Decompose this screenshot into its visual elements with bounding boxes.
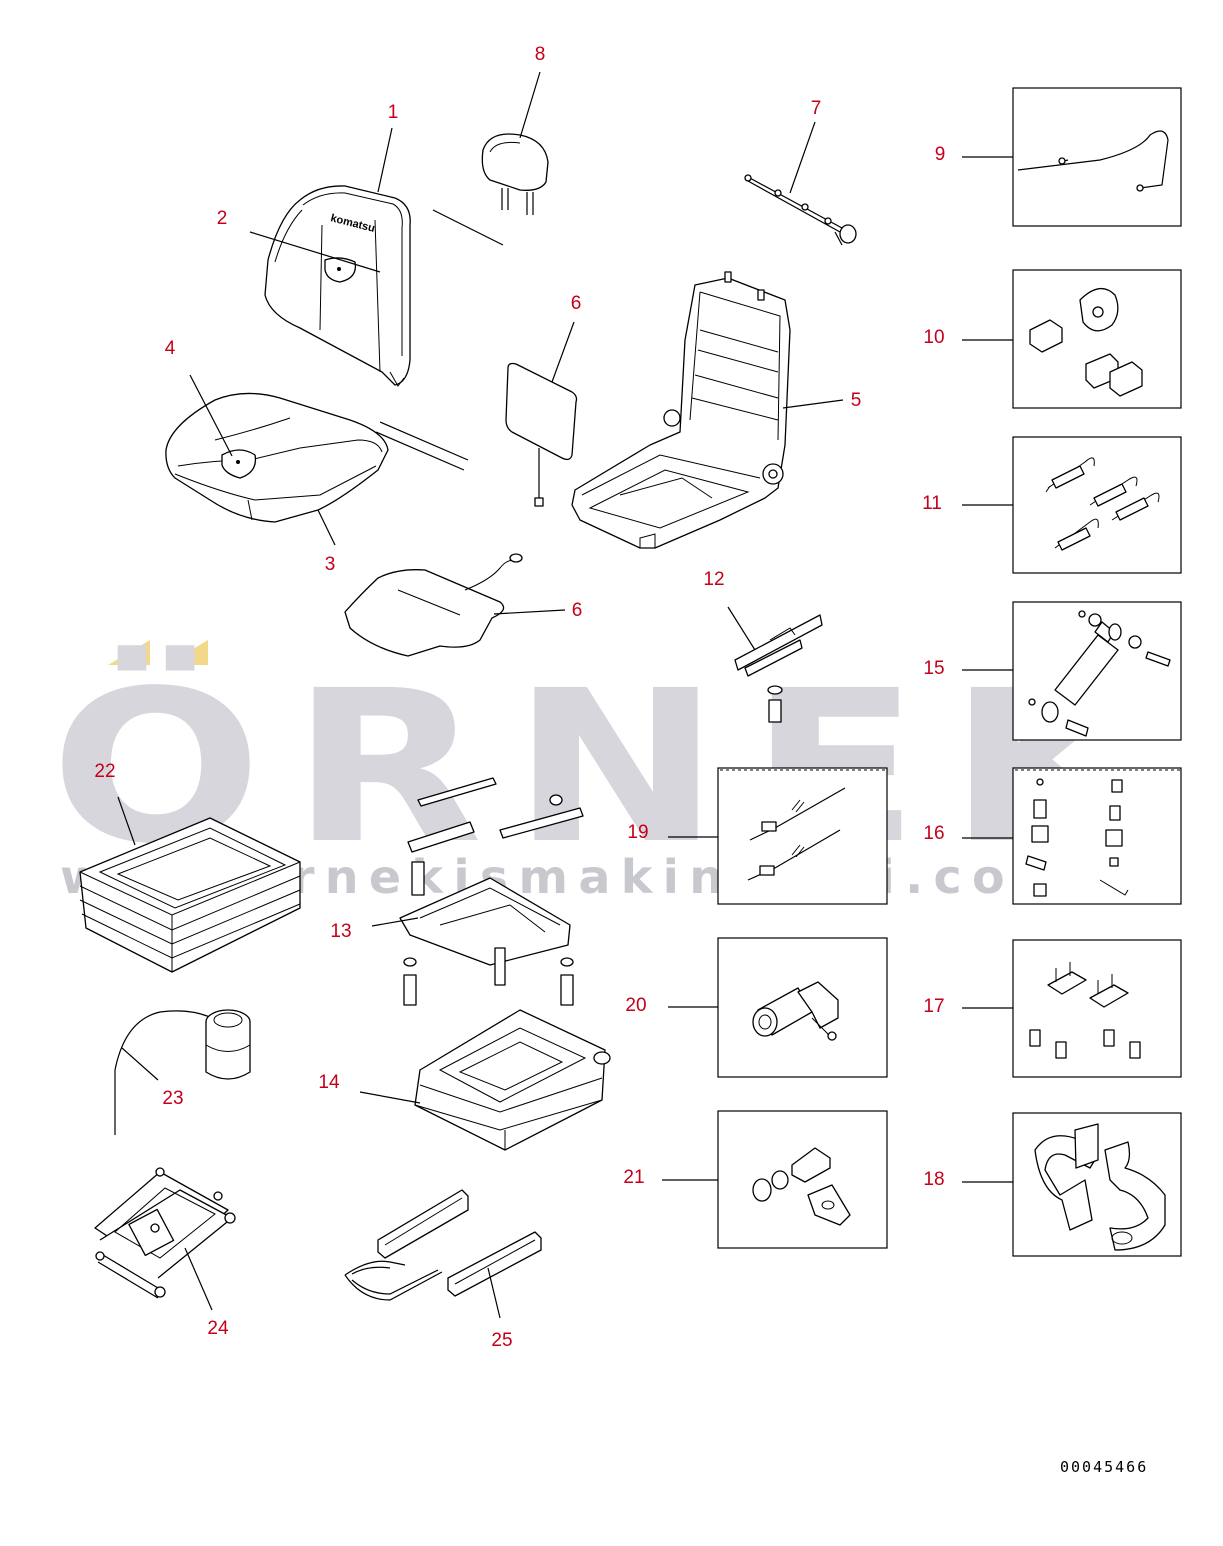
callout-6-upper: 6 <box>571 293 582 314</box>
part-seat-frame <box>571 271 791 549</box>
callout-18: 18 <box>923 1169 944 1190</box>
box-part-20 <box>717 937 888 1078</box>
callout-15: 15 <box>923 658 944 679</box>
callout-2: 2 <box>217 208 228 229</box>
part-suspension-mechanism <box>399 777 584 1006</box>
document-number: 00045466 <box>1060 1458 1148 1476</box>
box-part-15 <box>1012 601 1182 741</box>
callout-3: 3 <box>325 554 336 575</box>
box-part-11 <box>1012 436 1182 574</box>
callout-8: 8 <box>535 44 546 65</box>
box-part-18 <box>1012 1112 1182 1257</box>
callout-13: 13 <box>330 921 351 942</box>
part-rail-bracket <box>734 614 823 723</box>
callout-1: 1 <box>388 102 399 123</box>
watermark-umlaut-left <box>108 640 150 665</box>
part-slide-rails <box>344 1189 542 1301</box>
part-bellows <box>79 817 301 973</box>
part-headrest <box>481 133 549 215</box>
part-seat-heater-pad <box>344 553 523 657</box>
callout-11: 11 <box>922 493 942 514</box>
part-gauge-canister <box>114 1009 251 1135</box>
callout-24: 24 <box>207 1318 229 1339</box>
callout-19: 19 <box>627 822 648 843</box>
callout-10: 10 <box>923 327 944 348</box>
callout-14: 14 <box>318 1072 340 1093</box>
watermark-umlaut-right <box>166 640 208 665</box>
callout-4: 4 <box>165 338 176 359</box>
box-part-16 <box>1012 767 1182 905</box>
callout-7: 7 <box>811 98 822 119</box>
box-part-9 <box>1012 87 1182 227</box>
callout-16: 16 <box>923 823 944 844</box>
box-part-17 <box>1012 939 1182 1078</box>
callout-5: 5 <box>851 390 862 411</box>
callout-6-lower: 6 <box>572 600 583 621</box>
part-scissor-lift <box>94 1167 236 1299</box>
callout-23: 23 <box>162 1088 183 1109</box>
box-part-21 <box>717 1110 888 1249</box>
callout-12: 12 <box>703 569 724 590</box>
callout-17: 17 <box>923 996 944 1017</box>
callout-22: 22 <box>94 761 115 782</box>
part-seat-cushion <box>165 392 389 523</box>
part-lever-rod <box>744 174 857 246</box>
part-back-heater-pad <box>505 362 578 507</box>
callout-21: 21 <box>623 1167 644 1188</box>
box-part-19 <box>717 767 888 905</box>
callout-20: 20 <box>625 995 646 1016</box>
callout-9: 9 <box>935 144 946 165</box>
part-backrest-cover: komatsu <box>264 185 411 387</box>
cushion-emblem <box>221 449 257 479</box>
callout-25: 25 <box>491 1330 512 1351</box>
part-suspension-base <box>414 1009 611 1151</box>
box-part-10 <box>1012 269 1182 409</box>
